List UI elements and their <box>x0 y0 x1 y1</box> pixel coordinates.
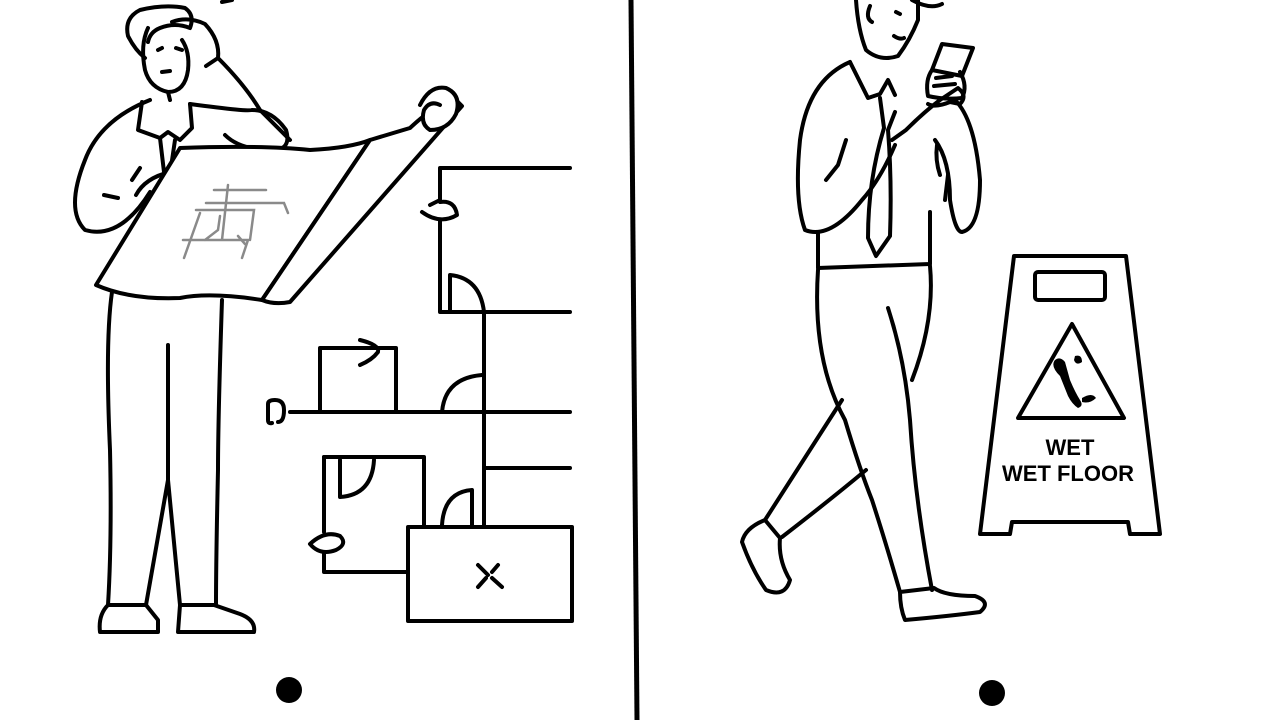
left-panel <box>73 0 574 703</box>
man-with-phone <box>740 0 987 622</box>
sign-text-line1: WET <box>1046 435 1095 460</box>
floor-plan-diagram <box>266 166 574 623</box>
wet-floor-sign: WET WET FLOOR <box>978 254 1162 536</box>
panel-divider <box>628 0 640 720</box>
blueprint-sketch <box>181 183 290 260</box>
phone-icon <box>930 42 975 78</box>
right-bullet-dot <box>979 680 1005 706</box>
slipping-person-icon <box>1053 355 1096 408</box>
x-mark-icon <box>476 563 504 589</box>
warning-triangle-icon <box>1016 322 1126 420</box>
man-with-blueprint <box>73 0 464 634</box>
sign-text-line2: WET FLOOR <box>1002 461 1134 486</box>
left-bullet-dot <box>276 677 302 703</box>
right-panel: WET WET FLOOR <box>740 0 1162 706</box>
